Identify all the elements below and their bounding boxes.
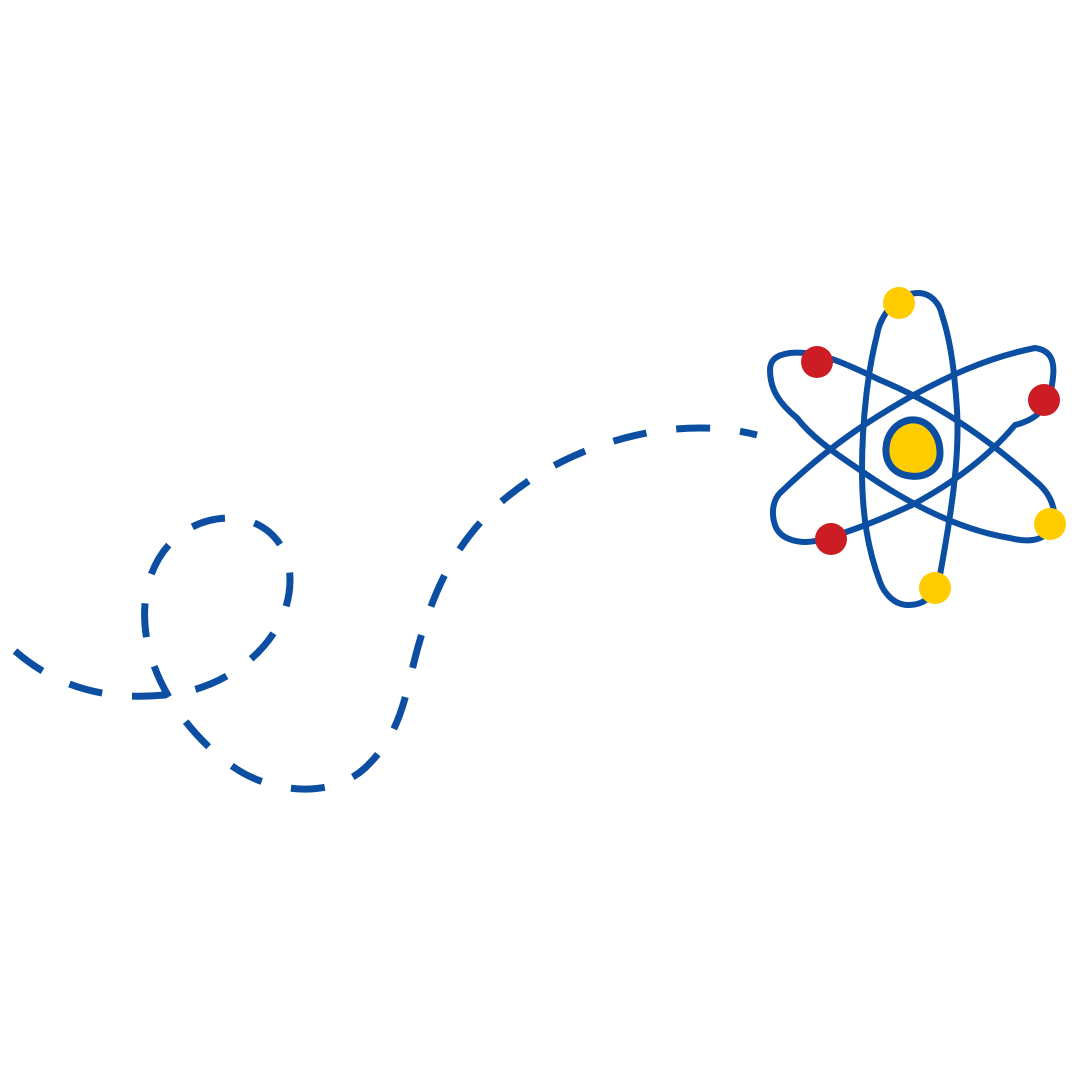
electron-red-top-left [801, 346, 833, 378]
atom-nucleus [882, 416, 944, 480]
atom-icon [767, 290, 1058, 608]
electron-yellow-right [1034, 508, 1066, 540]
electron-red-bottom-left [815, 523, 847, 555]
electron-red-right [1028, 384, 1060, 416]
electron-yellow-top [883, 287, 915, 319]
electron-yellow-bottom [919, 572, 951, 604]
dashed-path-icon [12, 424, 758, 793]
